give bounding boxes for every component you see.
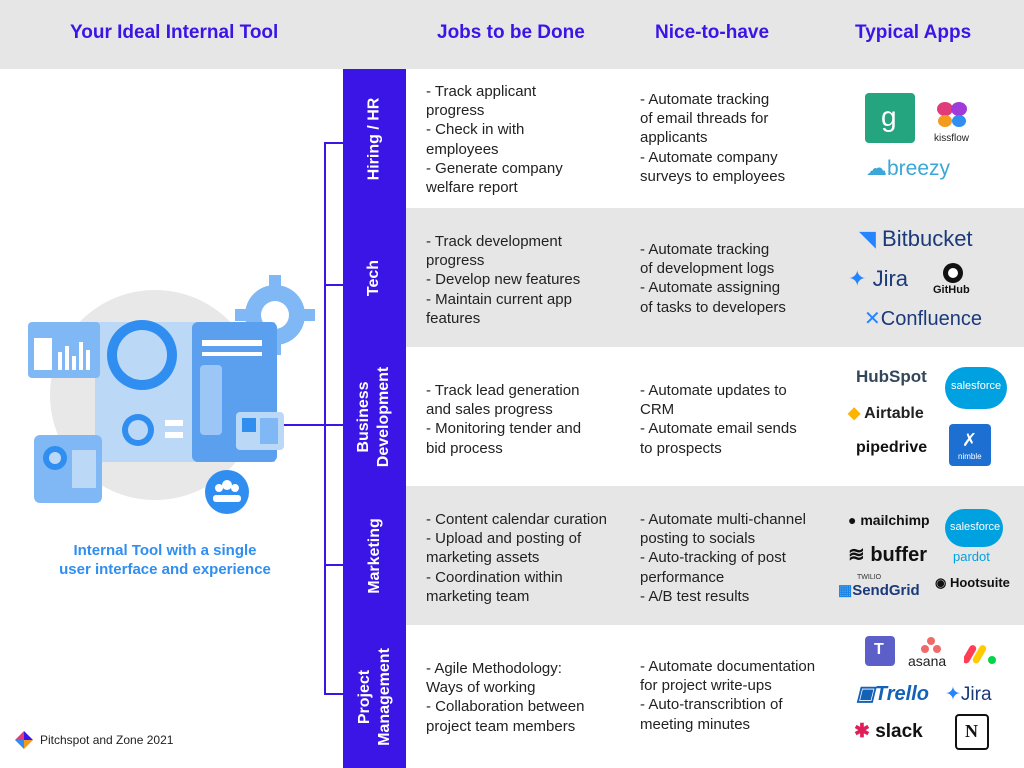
sendgrid-logo: ▦SendGrid bbox=[838, 582, 920, 599]
jira-logo-pm: ✦Jira bbox=[945, 684, 992, 705]
twilio-label: TWILIO bbox=[857, 574, 882, 581]
sendgrid-icon: ▦ bbox=[838, 582, 853, 599]
confluence-icon: ✕ bbox=[864, 308, 881, 330]
github-logo-text: GitHub bbox=[933, 284, 970, 296]
category-marketing: Marketing bbox=[365, 517, 383, 594]
bitbucket-logo: ◥ Bitbucket bbox=[859, 226, 973, 251]
category-hiring-hr: Hiring / HR bbox=[365, 97, 383, 180]
airtable-logo: ◆ Airtable bbox=[848, 405, 924, 422]
cloud-icon: ☁ bbox=[866, 157, 887, 180]
salesforce-cloud-icon: salesforce bbox=[945, 367, 1007, 409]
greenhouse-logo: g bbox=[865, 93, 915, 143]
trello-logo: ▣Trello bbox=[856, 683, 929, 705]
kissflow-logo-text: kissflow bbox=[934, 133, 970, 144]
category-rail bbox=[343, 69, 406, 768]
jobs-project: - Agile Methodology:Ways of working- Col… bbox=[426, 660, 585, 735]
internal-tool-illustration bbox=[28, 275, 315, 514]
nimble-logo: ✗ nimble bbox=[949, 424, 991, 466]
salesforce-pardot-cloud-icon: salesforce bbox=[945, 509, 1003, 547]
bracket-tick-tech bbox=[324, 284, 343, 286]
header-typical-apps: Typical Apps bbox=[855, 22, 972, 43]
airtable-icon: ◆ bbox=[848, 405, 861, 422]
category-tech: Tech bbox=[365, 259, 383, 296]
row-band-tech bbox=[406, 208, 1024, 347]
confluence-logo: ✕Confluence bbox=[864, 308, 982, 330]
monday-icon bbox=[964, 645, 996, 664]
hootsuite-logo: ◉ Hootsuite bbox=[935, 575, 1010, 590]
trello-icon: ▣ bbox=[856, 683, 875, 705]
pardot-logo-text: pardot bbox=[953, 549, 990, 564]
slack-icon: ✱ bbox=[854, 721, 870, 742]
header-jobs-to-be-done: Jobs to be Done bbox=[437, 22, 585, 43]
buffer-icon: ≋ bbox=[848, 544, 865, 566]
kissflow-icon bbox=[937, 102, 967, 127]
header-internal-tool: Your Ideal Internal Tool bbox=[70, 22, 279, 43]
notion-icon: N bbox=[955, 714, 989, 750]
breezy-logo: ☁breezy bbox=[866, 157, 951, 180]
hootsuite-owl-icon: ◉ bbox=[935, 575, 947, 590]
nimble-icon: ✗ bbox=[962, 430, 978, 450]
bracket-tick-marketing bbox=[324, 564, 343, 566]
github-icon bbox=[943, 263, 963, 283]
jira-logo: ✦ Jira bbox=[848, 266, 909, 291]
bracket-tick-business bbox=[284, 424, 343, 426]
slack-logo: ✱ slack bbox=[854, 721, 923, 742]
table-header bbox=[0, 0, 1024, 69]
pitchspot-icon bbox=[15, 731, 33, 749]
bracket-tick-project bbox=[324, 693, 343, 695]
jira-icon: ✦ bbox=[848, 266, 867, 291]
footer-credit: Pitchspot and Zone 2021 bbox=[40, 733, 174, 747]
jobs-marketing: - Content calendar curation- Upload and … bbox=[426, 511, 607, 605]
bracket-tick-hiring bbox=[324, 142, 343, 144]
microsoft-teams-icon: T bbox=[865, 636, 895, 666]
row-band-marketing bbox=[406, 486, 1024, 625]
header-nice-to-have: Nice-to-have bbox=[655, 22, 770, 43]
asana-icon bbox=[921, 637, 941, 653]
category-bracket bbox=[324, 142, 326, 693]
users-icon bbox=[205, 470, 249, 514]
mailchimp-logo: ● mailchimp bbox=[848, 512, 930, 528]
jira-icon: ✦ bbox=[945, 684, 961, 705]
mailchimp-icon: ● bbox=[848, 512, 857, 528]
pipedrive-logo: pipedrive bbox=[856, 439, 928, 456]
bitbucket-icon: ◥ bbox=[859, 226, 876, 251]
asana-logo-text: asana bbox=[908, 653, 947, 669]
buffer-logo: ≋ buffer bbox=[848, 544, 927, 566]
hubspot-logo: HubSpot bbox=[856, 367, 927, 386]
